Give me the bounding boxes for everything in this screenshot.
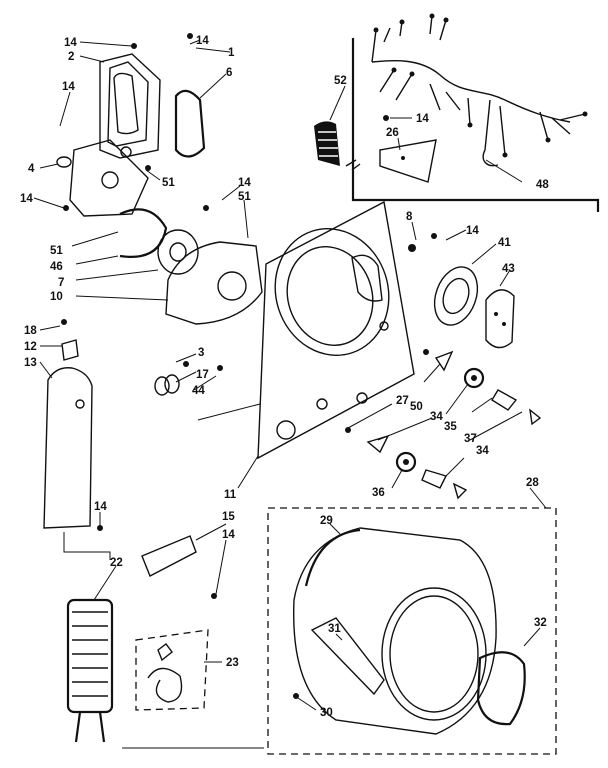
bearing-17 [154,374,180,396]
callout-17: 17 [196,369,209,381]
callout-36: 36 [372,487,385,499]
callout-14: 14 [196,35,209,47]
clamp-ring [119,208,168,258]
callout-46: 46 [50,261,63,273]
callout-15: 15 [222,511,235,523]
callout-18: 18 [24,325,37,337]
front-panel [99,53,161,159]
wiring-harness [351,13,600,212]
callout-51: 51 [162,177,175,189]
callout-22: 22 [110,557,123,569]
drum-assembly [267,507,557,755]
callout-14: 14 [64,37,77,49]
leader-lines [33,39,547,711]
callout-29: 29 [320,515,333,527]
callout-32: 32 [534,617,547,629]
callout-31: 31 [328,623,341,635]
callout-3: 3 [198,347,204,359]
control-knob [56,139,149,217]
callout-7: 7 [58,277,64,289]
door-seal [174,89,206,158]
callout-52: 52 [334,75,347,87]
callout-23: 23 [226,657,239,669]
callout-51: 51 [50,245,63,257]
callout-44: 44 [192,385,205,397]
callout-14: 14 [238,177,251,189]
drum-rollers [366,350,542,500]
callout-labels: 14 14 1 2 6 14 52 14 26 4 51 14 14 51 48… [20,35,549,719]
callout-43: 43 [502,263,515,275]
callout-8: 8 [406,211,413,223]
hardware-screws [61,33,437,699]
callout-14: 14 [94,501,107,513]
callout-34: 34 [476,445,489,457]
callout-12: 12 [24,341,37,353]
callout-4: 4 [28,163,35,175]
callout-6: 6 [226,67,232,79]
lint-filter [314,121,340,166]
callout-34: 34 [430,411,443,423]
heater-cover [433,266,479,326]
callout-51: 51 [238,191,251,203]
blower-housing [165,241,263,325]
toe-panel [43,339,93,529]
callout-10: 10 [50,291,63,303]
callout-14: 14 [62,81,75,93]
callout-14: 14 [20,193,33,205]
callout-14: 14 [222,529,235,541]
heater-plate [485,289,515,349]
callout-50: 50 [410,401,423,413]
callout-28: 28 [526,477,539,489]
callout-35: 35 [444,421,457,433]
heating-element [66,598,114,743]
bracket-26 [345,139,437,183]
callout-13: 13 [24,357,37,369]
bracket-15 [141,535,197,577]
callout-2: 2 [68,51,74,63]
callout-41: 41 [498,237,511,249]
callout-30: 30 [320,707,333,719]
callout-26: 26 [386,127,399,139]
callout-11: 11 [224,489,237,501]
wire-kit [135,629,209,711]
callout-14: 14 [466,225,479,237]
callout-27: 27 [396,395,409,407]
blower-wheel [157,229,199,275]
callout-37: 37 [464,433,477,445]
callout-48: 48 [536,179,549,191]
callout-14: 14 [416,113,429,125]
callout-1: 1 [228,47,235,59]
rear-bulkhead [257,200,415,460]
